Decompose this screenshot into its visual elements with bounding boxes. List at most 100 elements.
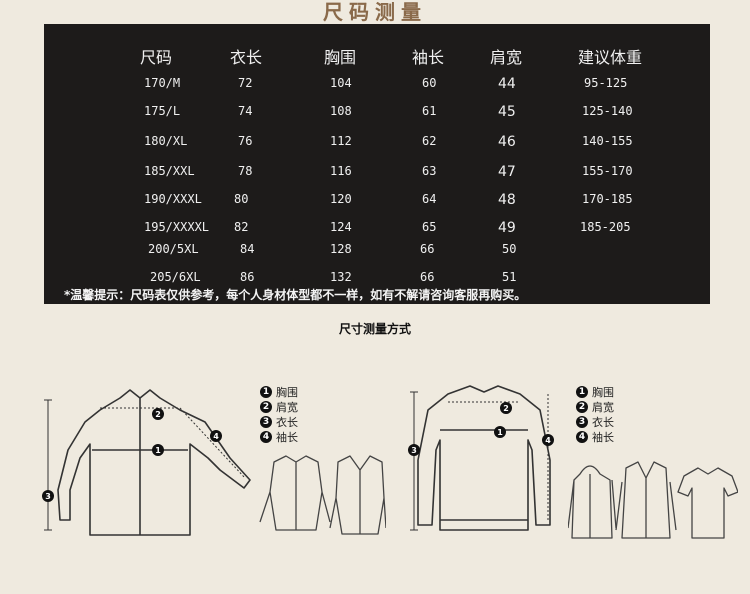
number-badge-icon: 1 [260,385,272,398]
tshirt-icon [677,467,738,539]
svg-text:4: 4 [545,436,551,445]
jacket-icon [259,455,331,531]
cell-length: 82 [234,220,249,234]
cell-chest: 124 [330,220,352,234]
cell-shoulder: 44 [498,76,516,92]
cell-sleeve: 66 [420,270,435,284]
svg-text:3: 3 [45,492,51,501]
table-row: 185/XXL 78 116 63 47 155-170 [44,164,710,190]
measure-markers-icon [408,402,554,456]
table-row: 195/XXXXL 82 124 65 49 185-205 [44,220,710,246]
legend-label: 胸围 [592,385,614,399]
cell-chest: 132 [330,270,352,284]
legend-label: 肩宽 [276,400,298,414]
shirt-outline-icon [57,389,251,536]
legend-item: 3 衣长 [260,414,298,429]
legend-label: 袖长 [276,430,298,444]
svg-text:3: 3 [411,446,417,455]
page-title: 尺码测量 [323,0,427,24]
legend-item: 1 胸围 [576,384,614,399]
legend-item: 1 胸围 [260,384,298,399]
measure-lines-icon [44,399,246,531]
cardigan-icon [615,461,677,539]
table-row: 200/5XL 84 128 66 50 [44,242,710,268]
shirt-diagram: 21 34 [42,389,251,536]
table-header-row: 尺码 衣长 胸围 袖长 肩宽 建议体重 [44,44,710,70]
cell-length: 72 [238,76,253,90]
table-row: 170/M 72 104 60 44 95-125 [44,76,710,102]
cell-shoulder: 45 [498,104,516,120]
cell-weight: 95-125 [584,76,628,90]
blazer-icon [329,455,386,535]
table-row: 180/XL 76 112 62 46 140-155 [44,134,710,160]
legend-label: 衣长 [592,415,614,429]
cell-chest: 120 [330,192,352,206]
table-row: 175/L 74 108 61 45 125-140 [44,104,710,130]
cell-sleeve: 62 [422,134,437,148]
header-length: 衣长 [230,48,263,67]
header-shoulder: 肩宽 [490,48,523,67]
number-badge-icon: 2 [576,400,588,413]
cell-shoulder: 51 [502,270,517,284]
header-chest: 胸围 [324,48,357,67]
legend-label: 胸围 [276,385,298,399]
number-badge-icon: 3 [260,415,272,428]
svg-text:2: 2 [155,410,161,419]
hoodie-icon [568,465,617,539]
cell-weight: 140-155 [582,134,633,148]
legend-label: 衣长 [276,415,298,429]
table-row: 205/6XL 86 132 66 51 [44,270,710,296]
svg-text:1: 1 [497,428,503,437]
number-badge-icon: 1 [576,385,588,398]
cell-length: 80 [234,192,249,206]
legend-item: 4 袖长 [576,429,614,444]
cell-sleeve: 64 [422,192,437,206]
cell-shoulder: 46 [498,134,516,150]
size-table: 尺码 衣长 胸围 袖长 肩宽 建议体重 170/M 72 104 60 44 9… [44,24,710,304]
header-sleeve: 袖长 [412,48,445,67]
measure-markers-icon [42,408,222,502]
cell-chest: 108 [330,104,352,118]
cell-length: 76 [238,134,253,148]
cell-chest: 116 [330,164,352,178]
table-row: 190/XXXL 80 120 64 48 170-185 [44,192,710,218]
legend-item: 2 肩宽 [260,399,298,414]
cell-sleeve: 61 [422,104,437,118]
cell-size: 170/M [144,76,181,90]
cell-size: 190/XXXL [144,192,202,206]
cell-shoulder: 50 [502,242,517,256]
cell-shoulder: 48 [498,192,516,208]
cell-size: 200/5XL [148,242,199,256]
cell-length: 84 [240,242,255,256]
cell-weight: 170-185 [582,192,633,206]
header-size: 尺码 [140,48,173,67]
cell-chest: 112 [330,134,352,148]
cell-shoulder: 47 [498,164,516,180]
cell-size: 195/XXXXL [144,220,210,234]
cell-length: 78 [238,164,253,178]
cell-length: 86 [240,270,255,284]
sweater-diagram: 21 34 [408,385,554,531]
number-badge-icon: 4 [576,430,588,443]
jacket-blazer-icons [259,455,386,535]
cell-size: 180/XL [144,134,188,148]
number-badge-icon: 3 [576,415,588,428]
cell-sleeve: 66 [420,242,435,256]
cell-chest: 128 [330,242,352,256]
sweater-outline-icon [417,385,551,531]
cell-weight: 155-170 [582,164,633,178]
svg-text:4: 4 [213,432,219,441]
cell-size: 175/L [144,104,181,118]
cell-size: 205/6XL [150,270,201,284]
size-note: *温馨提示：尺码表仅供参考，每个人身材体型都不一样，如有不解请咨询客服再购买。 [64,288,527,302]
header-weight: 建议体重 [578,48,643,67]
cell-size: 185/XXL [144,164,195,178]
legend-label: 袖长 [592,430,614,444]
measurement-subtitle: 尺寸测量方式 [338,322,411,336]
number-badge-icon: 2 [260,400,272,413]
cell-chest: 104 [330,76,352,90]
